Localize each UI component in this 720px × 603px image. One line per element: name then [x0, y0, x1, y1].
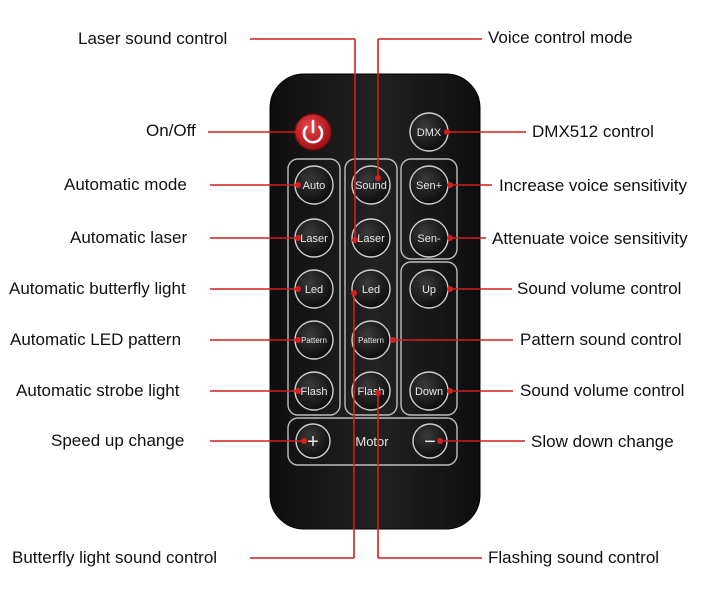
button-col2-flash[interactable]: Flash — [351, 371, 391, 411]
button-col3-sen-plus-text: Sen+ — [416, 180, 442, 192]
speed-minus-button-text: − — [424, 431, 436, 453]
leader-pattern-sound-dot — [390, 337, 396, 343]
button-col2-flash-circle — [351, 371, 391, 411]
label-speed-up-change: Speed up change — [51, 431, 185, 450]
label-butterfly-light-sound-control: Butterfly light sound control — [12, 548, 218, 567]
button-col1-auto[interactable]: Auto — [294, 165, 334, 205]
leader-auto-mode-dot — [295, 182, 301, 188]
label-pattern-sound-control: Pattern sound control — [520, 330, 682, 349]
label-attenuate-voice-sensitivity: Attenuate voice sensitivity — [492, 229, 688, 248]
leader-increase-sens-dot — [447, 182, 453, 188]
leader-laser-sound-dot — [352, 237, 358, 243]
button-col2-pattern-text: Pattern — [358, 336, 384, 345]
button-col1-flash[interactable]: Flash — [294, 371, 334, 411]
leader-speed-up-dot — [301, 438, 307, 444]
dmx-button-text: DMX — [417, 127, 442, 139]
label-laser-sound-control: Laser sound control — [78, 29, 228, 48]
button-col3-sen-minus-text: Sen- — [417, 233, 441, 245]
leader-auto-butterfly-dot — [295, 286, 301, 292]
label-slow-down-change: Slow down change — [531, 432, 674, 451]
power-icon — [302, 125, 324, 144]
button-col3-up[interactable]: Up — [409, 269, 449, 309]
power-button[interactable] — [294, 113, 332, 151]
button-col3-sen-minus[interactable]: Sen- — [409, 218, 449, 258]
label-automatic-butterfly-light: Automatic butterfly light — [9, 279, 186, 298]
label-automatic-laser: Automatic laser — [70, 228, 188, 247]
label-sound-volume-control-up: Sound volume control — [517, 279, 682, 298]
leader-voice-mode-dot — [375, 175, 381, 181]
button-col1-led-text: Led — [305, 284, 323, 296]
left-button-frame — [287, 158, 341, 416]
button-col1-auto-text: Auto — [303, 180, 326, 192]
button-col2-laser-text: Laser — [357, 233, 385, 245]
label-automatic-mode: Automatic mode — [64, 175, 187, 194]
leader-auto-strobe-dot — [295, 388, 301, 394]
label-flashing-sound-control: Flashing sound control — [488, 548, 660, 567]
button-col3-sen-plus[interactable]: Sen+ — [409, 165, 449, 205]
button-col1-laser-text: Laser — [300, 233, 328, 245]
button-col3-down-text: Down — [415, 386, 443, 398]
leader-butterfly-sound-dot — [351, 290, 357, 296]
label-sound-volume-control-down: Sound volume control — [520, 381, 685, 400]
leader-auto-laser-dot — [295, 235, 301, 241]
leader-dmx512-dot — [444, 129, 450, 135]
motor-label: Motor — [355, 434, 389, 449]
label-automatic-led-pattern: Automatic LED pattern — [10, 330, 182, 349]
button-col2-sound-circle — [351, 165, 391, 205]
label-automatic-strobe-light: Automatic strobe light — [16, 381, 180, 400]
button-col3-up-text: Up — [422, 284, 436, 296]
label-on-off: On/Off — [146, 121, 196, 140]
label-increase-voice-sensitivity: Increase voice sensitivity — [499, 176, 688, 195]
button-col2-sound[interactable]: Sound — [351, 165, 391, 205]
label-dmx512-control: DMX512 control — [532, 122, 654, 141]
right-updown-frame — [400, 261, 458, 416]
button-col1-pattern-text: Pattern — [301, 336, 327, 345]
label-voice-control-mode: Voice control mode — [488, 28, 633, 47]
button-col2-led-circle — [351, 269, 391, 309]
leader-slow-down-dot — [437, 438, 443, 444]
leader-volume-down-dot — [447, 388, 453, 394]
button-col2-led-text: Led — [362, 284, 380, 296]
button-col1-flash-text: Flash — [301, 386, 328, 398]
leader-on-off-dot — [295, 129, 301, 135]
leader-volume-up-dot — [447, 286, 453, 292]
leader-attenuate-sens-dot — [447, 235, 453, 241]
leader-flashing-sound-dot — [375, 390, 381, 396]
button-col2-pattern[interactable]: Pattern — [351, 320, 391, 360]
speed-plus-button-text: + — [307, 431, 319, 453]
dmx-button[interactable]: DMX — [409, 112, 449, 152]
button-col2-laser-circle — [351, 218, 391, 258]
middle-button-frame — [344, 158, 398, 416]
button-col2-led[interactable]: Led — [351, 269, 391, 309]
button-col2-laser[interactable]: Laser — [351, 218, 391, 258]
leader-auto-led-pattern-dot — [295, 337, 301, 343]
button-col3-down[interactable]: Down — [409, 371, 449, 411]
right-sen-frame — [400, 158, 458, 260]
button-col1-laser[interactable]: Laser — [294, 218, 334, 258]
button-col2-sound-text: Sound — [355, 180, 387, 192]
